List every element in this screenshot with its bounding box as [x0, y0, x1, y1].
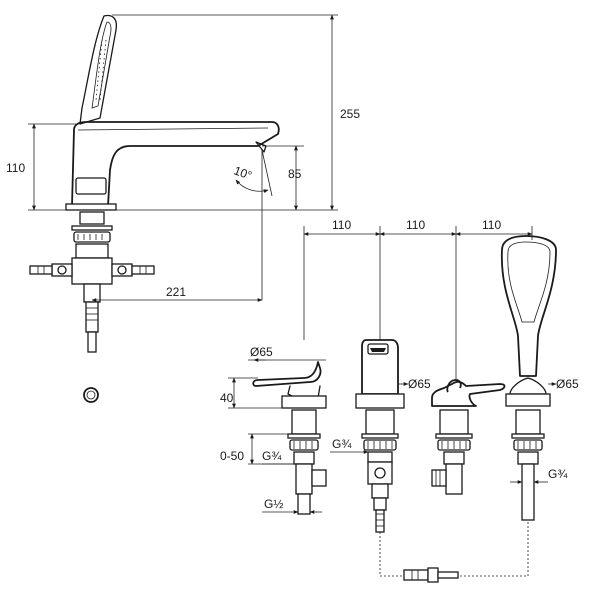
label-spacing-3: 110 [482, 218, 501, 232]
hose-connection [379, 520, 529, 583]
label-spacing-2: 110 [406, 218, 425, 232]
dim-spout-angle: 10° [232, 149, 273, 300]
label-diameter-2: Ø65 [408, 377, 431, 391]
label-spacing-1: 110 [332, 218, 351, 232]
dim-spout-reach: 221 [91, 285, 263, 302]
label-spout-clearance: 85 [288, 167, 302, 181]
lever-valve-left [252, 361, 327, 515]
label-total-height: 255 [340, 107, 360, 121]
label-body-height: 110 [6, 161, 25, 175]
four-hole-layout: 110 110 110 Ø65 [220, 218, 579, 583]
hand-shower-side [79, 14, 118, 125]
label-thread-small: G½ [264, 497, 283, 511]
dim-hand-shower: Ø65 G¾ [510, 377, 579, 484]
label-thread-2: G¾ [332, 437, 352, 451]
dim-spout-clearance: 85 [262, 145, 304, 211]
dim-total-height: 255 [112, 14, 360, 211]
dim-lever-left: Ø65 40 0-50 G¾ G½ [220, 345, 326, 514]
dim-spacing: 110 110 110 [303, 218, 533, 380]
label-diameter-3: Ø65 [556, 377, 579, 391]
label-spout-reach: 221 [166, 285, 186, 299]
underdeck-connection [29, 211, 155, 353]
dim-spout-front: Ø65 G¾ [330, 377, 431, 454]
dim-body-height: 110 [6, 123, 76, 211]
side-elevation-view: 255 110 85 10° 221 [6, 14, 360, 403]
hand-shower-front [501, 235, 557, 521]
label-diameter-1: Ø65 [250, 345, 273, 359]
spout-front [355, 339, 405, 533]
label-thread-1: G¾ [262, 449, 282, 463]
label-spout-angle: 10° [232, 163, 254, 182]
label-lever-height: 40 [220, 391, 234, 405]
aerator-symbol [83, 387, 99, 403]
spout-body [65, 121, 280, 211]
label-deck-range: 0-50 [220, 449, 244, 463]
label-thread-3: G¾ [548, 467, 568, 481]
lever-valve-right [431, 379, 506, 495]
